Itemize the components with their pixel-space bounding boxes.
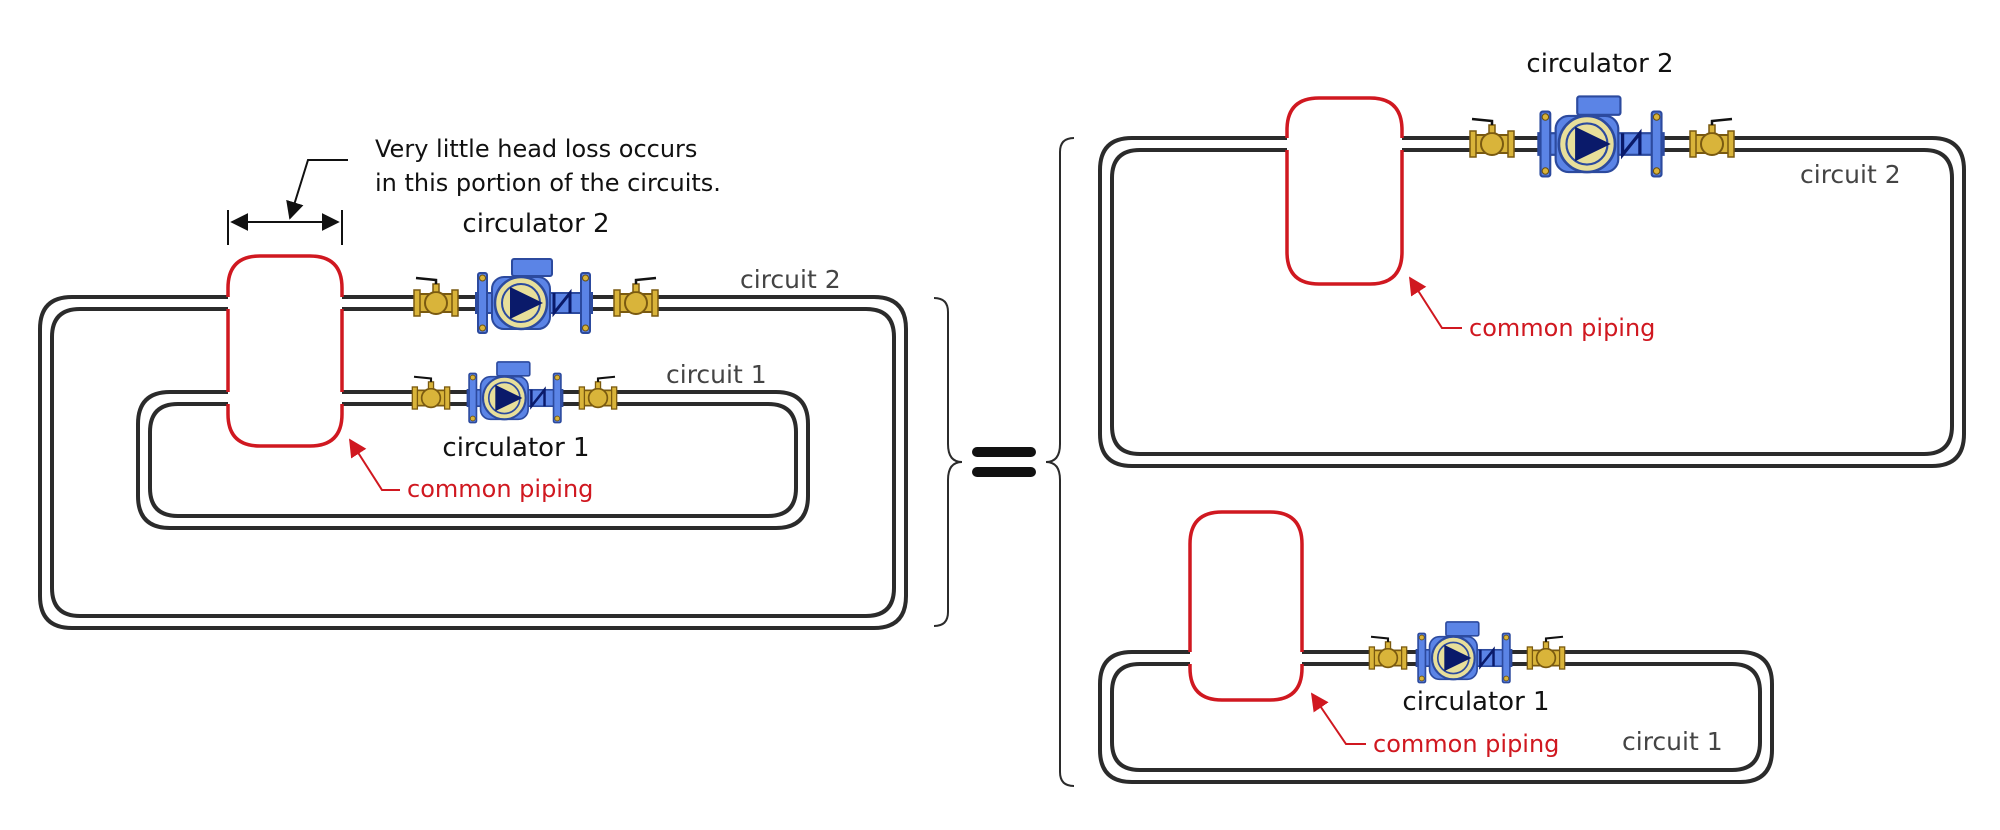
circulator-1-label: circulator 1	[1402, 687, 1549, 717]
circuit-2-label: circuit 2	[1800, 160, 1901, 189]
circulator-1-pump	[1415, 620, 1513, 684]
circuit-2-pipe	[38, 295, 908, 630]
circulator-2-label: circulator 2	[462, 209, 609, 239]
right-bracket	[1045, 137, 1075, 787]
valve-icon	[1368, 635, 1408, 671]
equals-sign	[972, 447, 1036, 477]
circuit-1-label: circuit 1	[1622, 727, 1723, 756]
common-piping-label: common piping	[407, 475, 593, 503]
left-bracket	[933, 297, 963, 627]
valve-icon	[1526, 635, 1566, 671]
common-piping-leader	[1409, 276, 1462, 329]
valve-icon	[1688, 117, 1736, 159]
common-piping-leader	[349, 438, 400, 491]
common-piping-label: common piping	[1469, 314, 1655, 342]
circuit-2-label: circuit 2	[740, 265, 841, 294]
valve-icon	[612, 276, 660, 318]
circuit-1-pipe	[136, 390, 810, 530]
valve-icon	[1468, 117, 1516, 159]
annotation-line-1: Very little head loss occurs	[375, 135, 697, 163]
common-piping	[226, 254, 344, 448]
common-piping	[1188, 510, 1304, 702]
circuit-2-pipe	[1098, 136, 1966, 468]
valve-icon	[412, 276, 460, 318]
circulator-2-label: circulator 2	[1526, 49, 1673, 79]
left-combined-system: Very little head loss occurs in this por…	[38, 135, 908, 630]
right-circuit-1-system: circulator 1 circuit 1 common piping	[1098, 510, 1774, 784]
circulator-1-pump	[466, 360, 564, 424]
valve-icon	[578, 375, 618, 411]
common-piping-leader	[1310, 692, 1366, 745]
common-piping	[1285, 96, 1404, 286]
annotation-leader	[286, 159, 348, 220]
circulator-2-pump	[474, 257, 594, 335]
circulator-2-pump	[1536, 94, 1666, 179]
circuit-1-pipe	[1098, 650, 1774, 784]
annotation-line-2: in this portion of the circuits.	[375, 169, 721, 197]
right-circuit-2-system: circulator 2 circuit 2 common piping	[1098, 49, 1966, 468]
circulator-1-label: circulator 1	[442, 433, 589, 463]
valve-icon	[411, 375, 451, 411]
common-piping-label: common piping	[1373, 730, 1559, 758]
circuit-1-label: circuit 1	[666, 360, 767, 389]
